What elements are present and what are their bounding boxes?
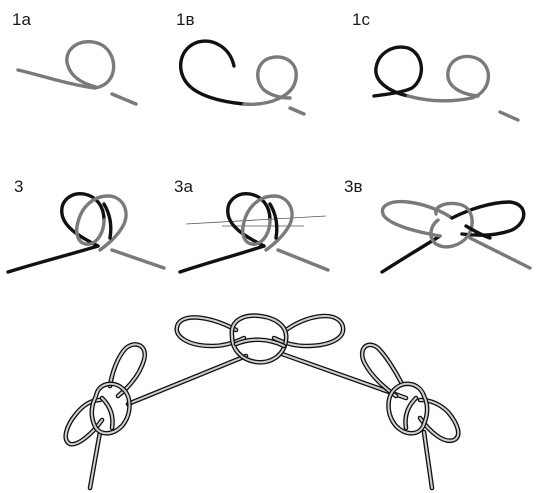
step-label-3a: 3a <box>174 177 193 196</box>
step-1c-figure <box>372 45 520 122</box>
step-3a-figure <box>178 192 330 274</box>
step-3-figure <box>6 192 166 274</box>
final-knot-figure <box>63 313 461 491</box>
step-label-3: 3 <box>14 177 23 196</box>
step-1a-figure <box>16 40 138 106</box>
step-label-1a: 1a <box>12 10 31 29</box>
step-3b-figure <box>380 199 532 274</box>
step-1b-figure <box>178 39 306 116</box>
step-label-1c: 1c <box>352 10 370 29</box>
step-label-1b: 1в <box>176 10 195 29</box>
step-label-3b: 3в <box>344 177 363 196</box>
